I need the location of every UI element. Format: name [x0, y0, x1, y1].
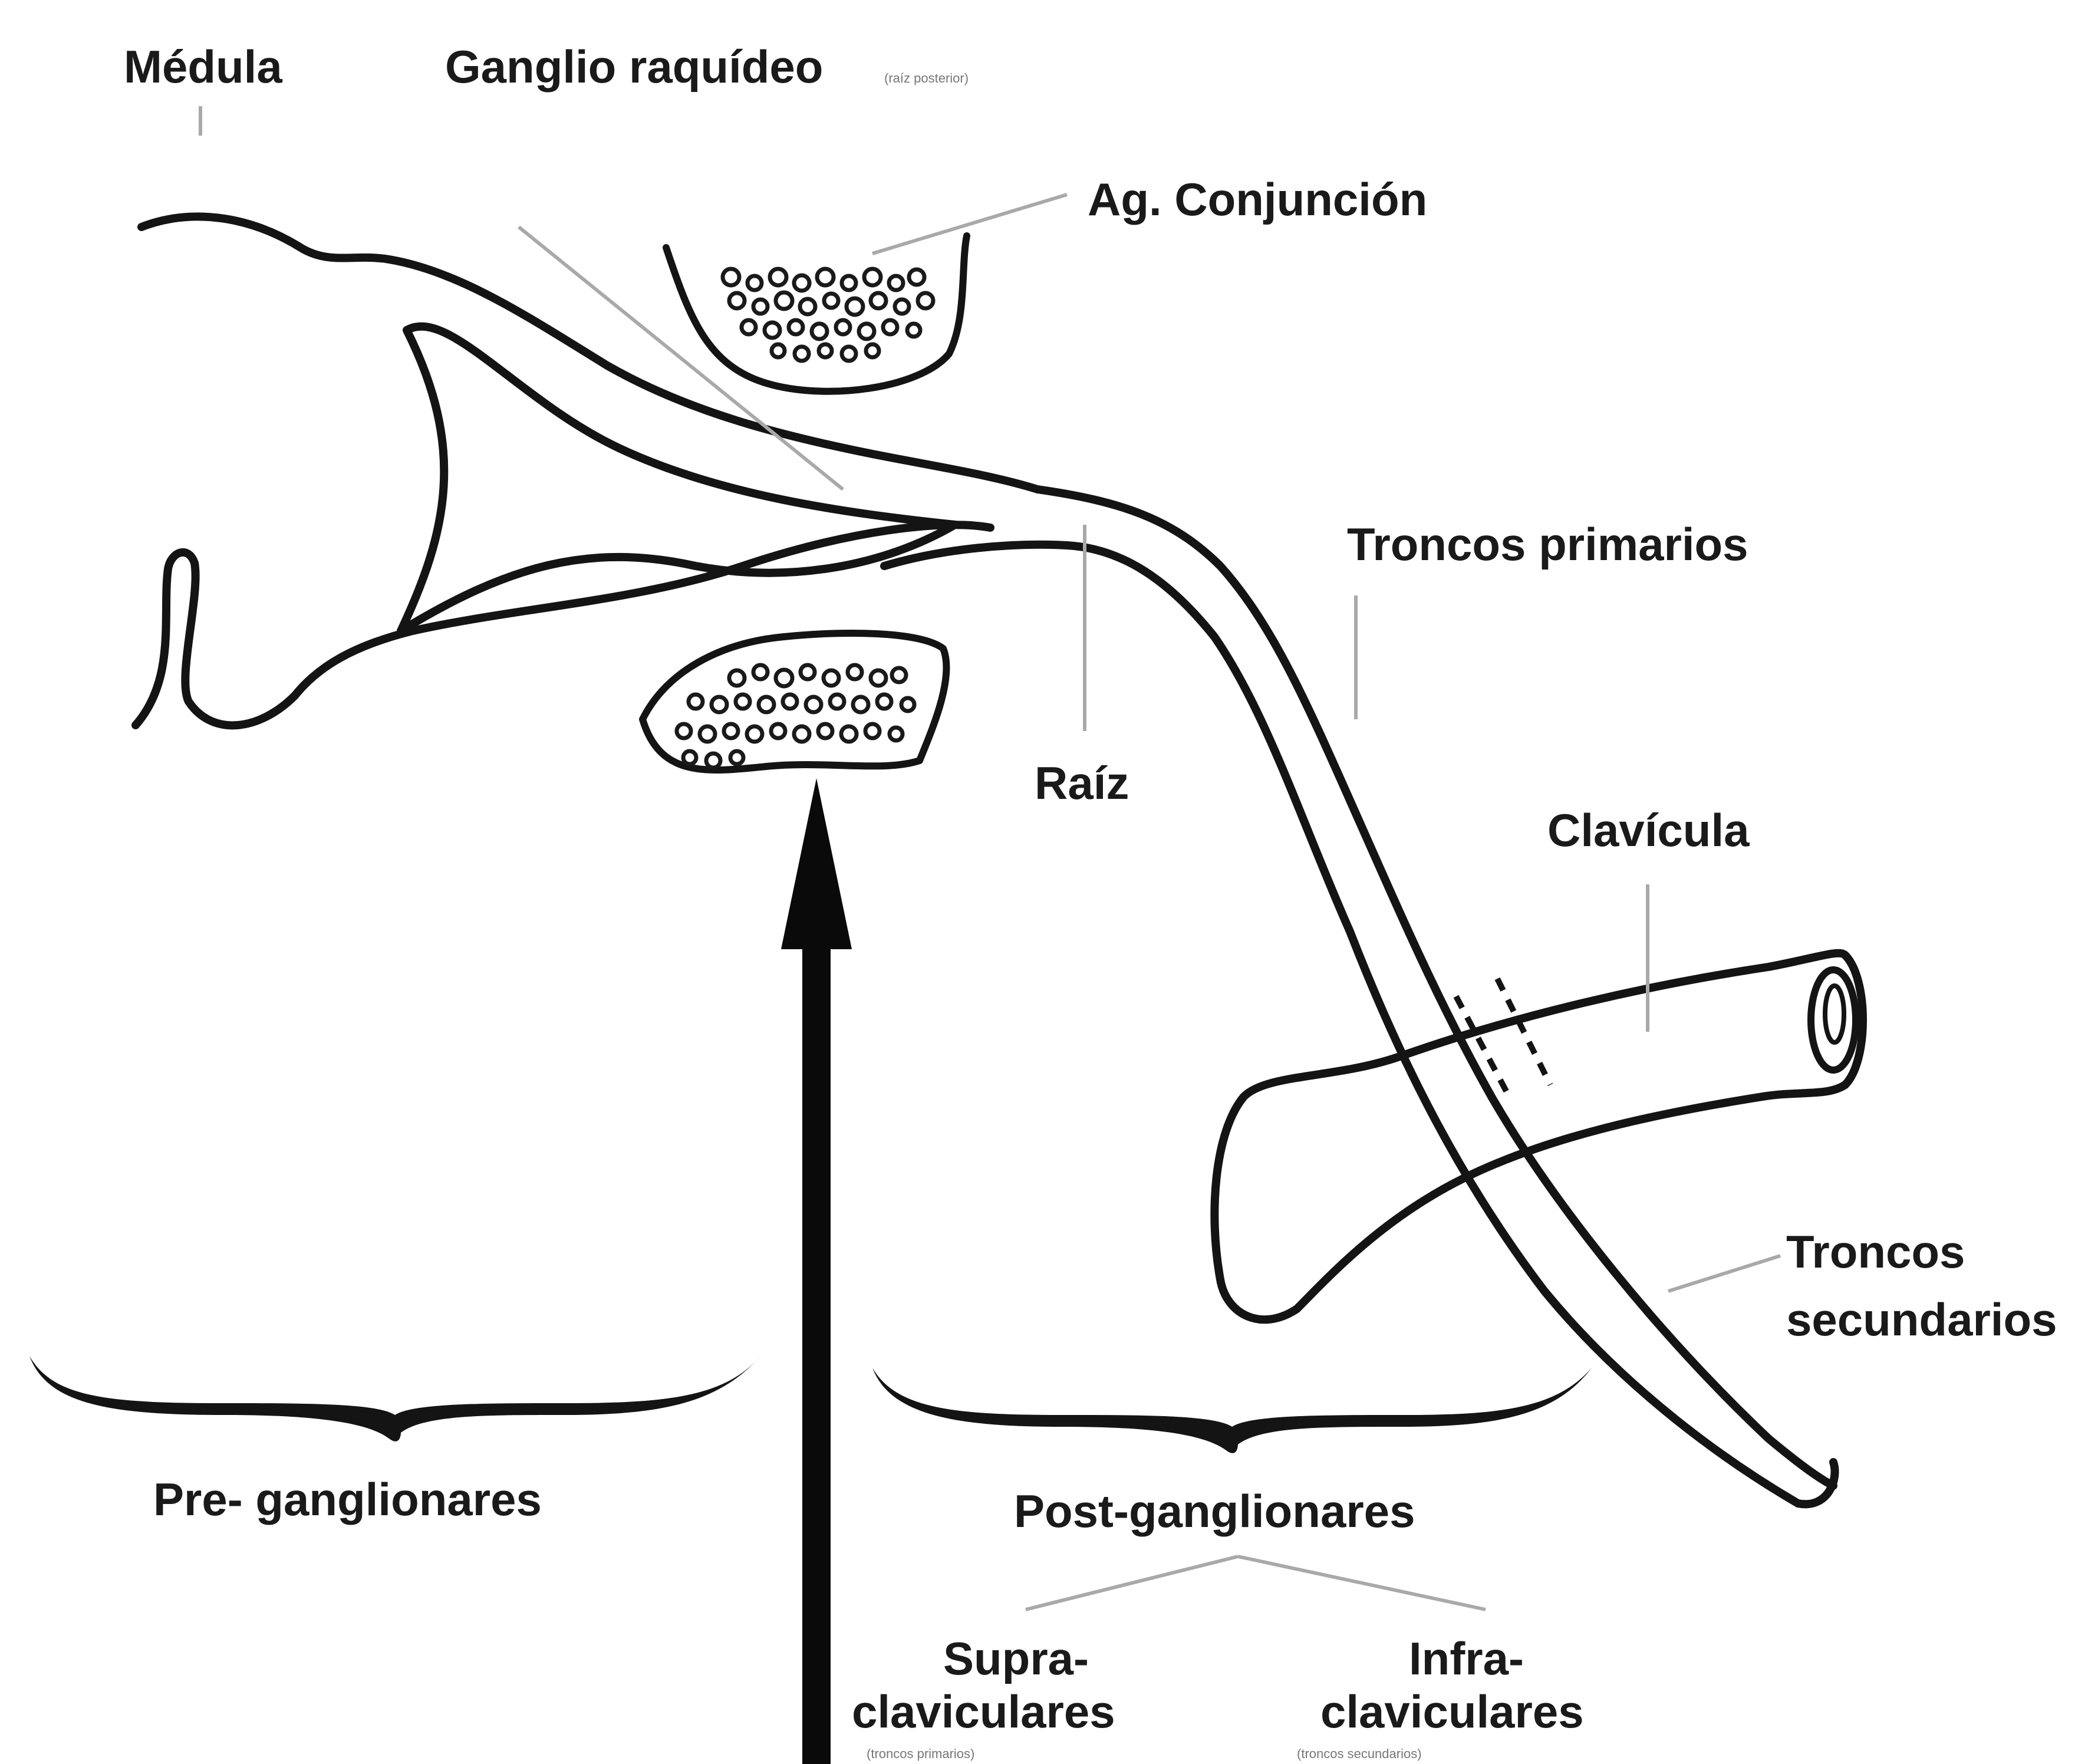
label-troncos-secundarios-1: Troncos — [1786, 1226, 1965, 1278]
leader-troncos-secundarios — [1668, 1256, 1780, 1291]
label-troncos-primarios: Troncos primarios — [1347, 518, 1748, 570]
label-supra-1: Supra- — [943, 1633, 1089, 1684]
nerve-under-clavicle-dashed-2 — [1497, 979, 1550, 1085]
upper-bone-outline — [666, 236, 967, 391]
leader-post-infra — [1238, 1556, 1486, 1610]
nerve-root-outline-inner — [884, 545, 1798, 1503]
label-ganglio-note: (raíz posterior) — [884, 71, 969, 85]
upper-bone-stipple — [723, 269, 933, 361]
label-troncos-secundarios-2: secundarios — [1786, 1294, 2057, 1345]
leader-post-supra — [1026, 1556, 1238, 1610]
label-infra-1: Infra- — [1409, 1633, 1524, 1684]
label-clavicula: Clavícula — [1547, 804, 1750, 856]
leader-ag-conjuncion — [872, 195, 1067, 254]
label-ganglio: Ganglio raquídeo — [445, 41, 823, 93]
lower-bone-stipple — [677, 665, 914, 768]
label-ag-conjuncion: Ag. Conjunción — [1088, 173, 1427, 225]
label-raiz: Raíz — [1035, 757, 1129, 809]
label-infra-note: (troncos secundarios) — [1297, 1746, 1422, 1761]
clavicle-outline — [1214, 953, 1863, 1319]
brace-post-ganglionares — [872, 1368, 1592, 1453]
label-post-ganglionares: Post-ganglionares — [1014, 1485, 1415, 1537]
label-infra-2: claviculares — [1320, 1686, 1584, 1737]
label-medula: Médula — [124, 41, 282, 93]
nerve-root-outline — [1038, 489, 1833, 1486]
label-pre-ganglionares: Pre- ganglionares — [153, 1473, 542, 1525]
injury-arrow-head — [781, 778, 852, 949]
spinal-cord-outline — [136, 216, 1038, 725]
label-supra-note: (troncos primarios) — [867, 1746, 974, 1761]
brace-pre-ganglionares — [29, 1356, 760, 1442]
clavicle-end-section-inner — [1825, 986, 1844, 1042]
label-supra-2: claviculares — [852, 1686, 1115, 1737]
